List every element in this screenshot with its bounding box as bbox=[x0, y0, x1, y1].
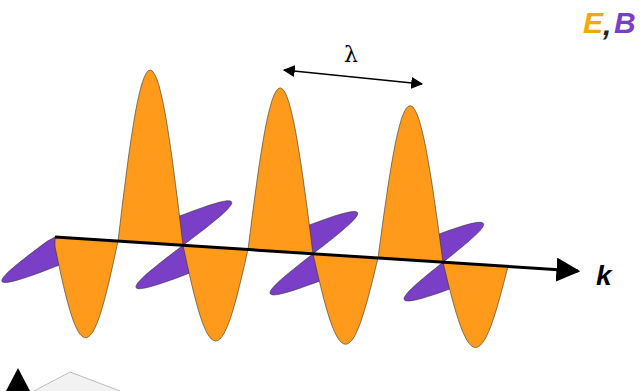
electric-lobe bbox=[183, 245, 248, 341]
partial-panel bbox=[34, 372, 120, 391]
electric-lobe bbox=[55, 237, 118, 338]
wavelength-label: λ bbox=[344, 44, 358, 66]
electric-lobe bbox=[313, 254, 378, 344]
partial-arrow-symbol bbox=[6, 368, 30, 391]
wavelength-arrow bbox=[284, 70, 422, 84]
electric-lobe bbox=[248, 88, 313, 254]
electric-field-wave bbox=[55, 70, 508, 347]
electric-lobe bbox=[443, 262, 508, 347]
electric-lobe bbox=[118, 70, 183, 245]
field-symbol: E bbox=[583, 8, 603, 38]
electric-lobe bbox=[378, 106, 443, 263]
propagation-axis bbox=[55, 237, 578, 271]
wave-vector-label: k bbox=[596, 262, 612, 290]
field-symbol: B bbox=[614, 8, 636, 38]
separator: , bbox=[603, 10, 611, 40]
